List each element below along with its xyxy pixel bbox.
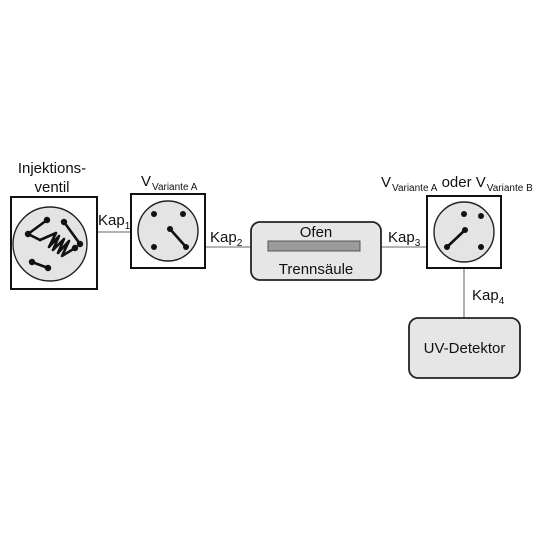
switching-valve-a-channel [168,227,188,249]
valve-ab-label-main1: V [381,174,391,191]
capillary-label-2-sub: 2 [237,238,243,249]
capillary-label-3-sub: 3 [415,238,421,249]
separation-column [267,240,361,252]
capillary-label-4-main: Kap [472,287,499,304]
switching-valve-ab [426,195,502,269]
uv-detector [408,317,521,379]
capillary-label-1-sub: 1 [125,221,131,232]
valve-ab-label: VVariante A oder VVariante B [381,174,533,194]
capillary-label-1-main: Kap [98,212,125,229]
capillary-label-4-sub: 4 [499,296,505,307]
valve-a-label-main: V [141,173,151,190]
switching-valve-a-ports [151,211,189,250]
switching-valve-ab-ports [444,211,484,250]
uv-detector-label: UV-Detektor [424,340,506,357]
capillary-label-2: Kap2 [210,229,243,249]
injection-valve-label-line1: Injektions- [18,160,86,177]
valve-ab-label-sub1: Variante A [392,183,438,194]
injection-valve [10,196,98,290]
switching-valve-ab-channel [445,228,467,249]
capillary-label-1: Kap1 [98,212,131,232]
separation-column-label: Trennsäule [279,261,354,278]
valve-ab-label-middle: oder V [437,174,485,191]
capillary-label-3: Kap3 [388,229,421,249]
valve-a-label-sub: Variante A [152,182,198,193]
capillary-label-3-main: Kap [388,229,415,246]
switching-valve-a [130,193,206,269]
capillary-label-4: Kap4 [472,287,505,307]
valve-ab-label-sub2: Variante B [487,183,533,194]
uv-detector-housing [408,317,521,379]
oven [250,221,382,281]
injection-valve-label-line2: ventil [34,179,69,196]
oven-title: Ofen [300,224,333,241]
capillary-label-2-main: Kap [210,229,237,246]
valve-a-label: VVariante A [141,173,198,193]
injection-valve-ports [24,216,84,272]
